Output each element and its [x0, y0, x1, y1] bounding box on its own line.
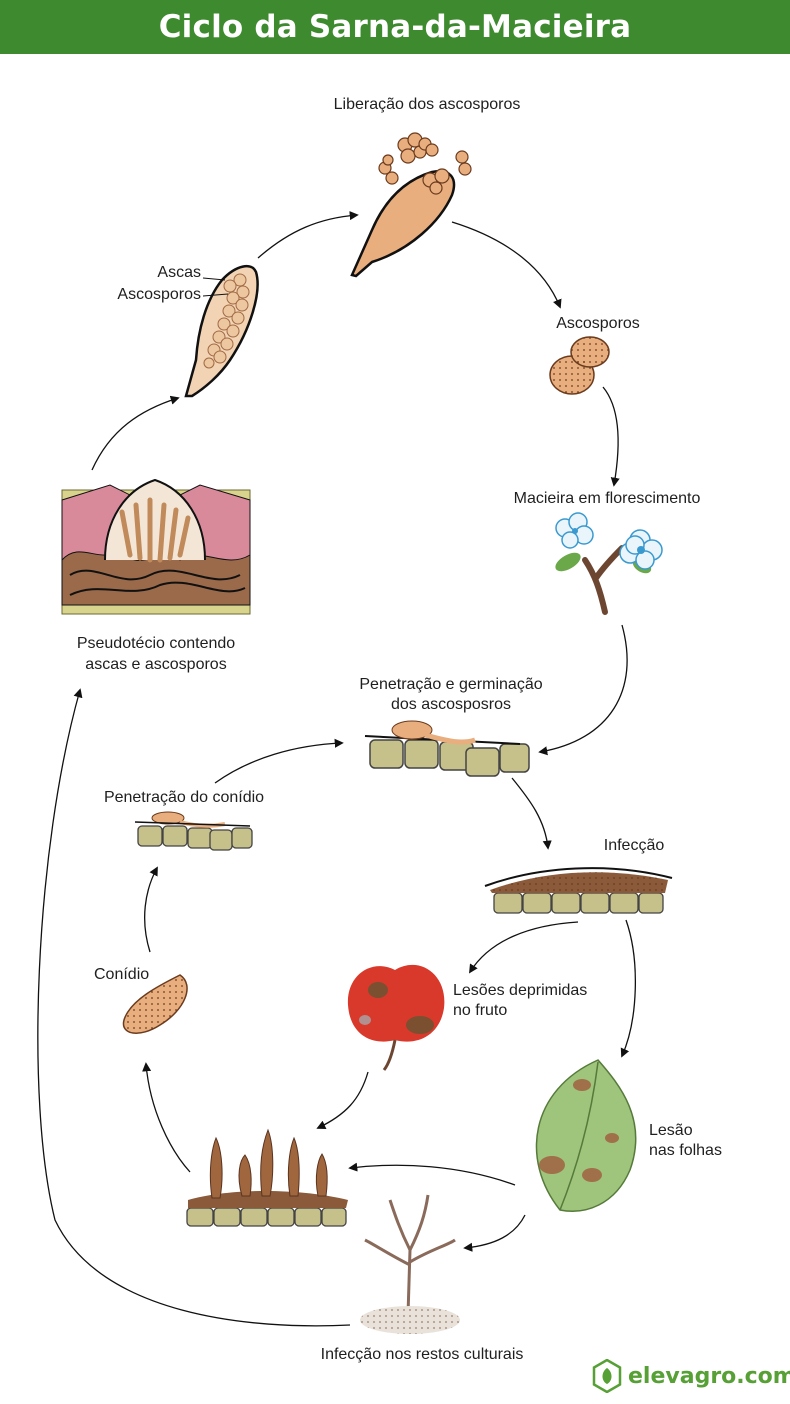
label-penetration-2: dos ascosposros	[390, 696, 512, 713]
label-debris: Infecção nos restos culturais	[320, 1346, 524, 1363]
ascospore-cell	[549, 336, 610, 395]
label-ascospores: Ascosporos	[556, 315, 640, 332]
penetration-germination-tissue	[364, 720, 530, 777]
arrow-fruit-to-debris-mat	[316, 1071, 369, 1129]
ascus-with-ascospores	[184, 264, 259, 398]
apple-with-lesions	[347, 964, 445, 1071]
arrow-pseudothecium-to-asci	[91, 395, 180, 471]
debris-conidiophores	[186, 1128, 348, 1227]
arrow-conidium-penetration-to-penetration	[214, 738, 344, 784]
arrow-leaf-to-debris-mat	[348, 1162, 516, 1186]
label-conidium: Conídio	[94, 966, 150, 983]
plant-debris-twigs	[360, 1194, 460, 1334]
label-pseudothecium-1: Pseudotécio contendo	[76, 635, 236, 652]
diagram-title: Ciclo da Sarna-da-Macieira	[158, 9, 632, 45]
label-leaf-lesion-2: nas folhas	[649, 1142, 722, 1159]
cycle-arrows	[37, 211, 636, 1327]
arrow-debris-to-pseudothecium	[37, 688, 351, 1327]
arrow-infection-to-fruit	[469, 921, 579, 974]
label-asci: Ascas	[157, 264, 201, 281]
apple-blossom-branch	[555, 512, 663, 615]
arrow-ascospores-to-flowering	[602, 386, 620, 487]
leaf-with-lesions	[535, 1059, 637, 1212]
label-pseudothecium-2: ascas e ascosporos	[85, 656, 227, 673]
arrow-leaf-to-twigs	[463, 1214, 526, 1252]
label-penetration-1: Penetração e germinação	[359, 676, 543, 693]
label-fruit-lesions-2: no fruto	[453, 1002, 508, 1019]
elevagro-logo: elevagro.com	[592, 1358, 790, 1394]
pseudothecium	[61, 478, 251, 615]
label-flowering: Macieira em florescimento	[513, 490, 701, 507]
arrow-conidium-to-penetration	[144, 866, 158, 953]
arrow-asci-to-release	[257, 211, 359, 259]
ascus-releasing-spores	[350, 132, 472, 278]
arrow-infection-to-leaf	[620, 919, 636, 1058]
label-infection: Infecção	[603, 837, 665, 854]
arrow-mat-to-conidium	[142, 1062, 191, 1173]
infection-tissue	[484, 867, 673, 914]
label-asci-ascospores: Ascosporos	[117, 286, 201, 303]
label-leaf-lesion-1: Lesão	[649, 1122, 693, 1139]
label-fruit-lesions-1: Lesões deprimidas	[453, 982, 588, 999]
arrow-penetration-to-infection	[511, 777, 552, 850]
arrow-flowering-to-penetration	[538, 624, 628, 756]
arrow-release-to-ascospores	[451, 221, 562, 309]
label-conidium-penetration: Penetração do conídio	[103, 789, 265, 806]
conidium-penetration-tissue	[134, 811, 253, 851]
logo-text: elevagro.com	[628, 1363, 790, 1389]
leaf-icon	[592, 1359, 622, 1393]
life-cycle-diagram	[37, 132, 673, 1334]
title-banner: Ciclo da Sarna-da-Macieira	[0, 0, 790, 54]
label-release: Liberação dos ascosporos	[333, 96, 521, 113]
conidium-spore	[122, 974, 188, 1034]
